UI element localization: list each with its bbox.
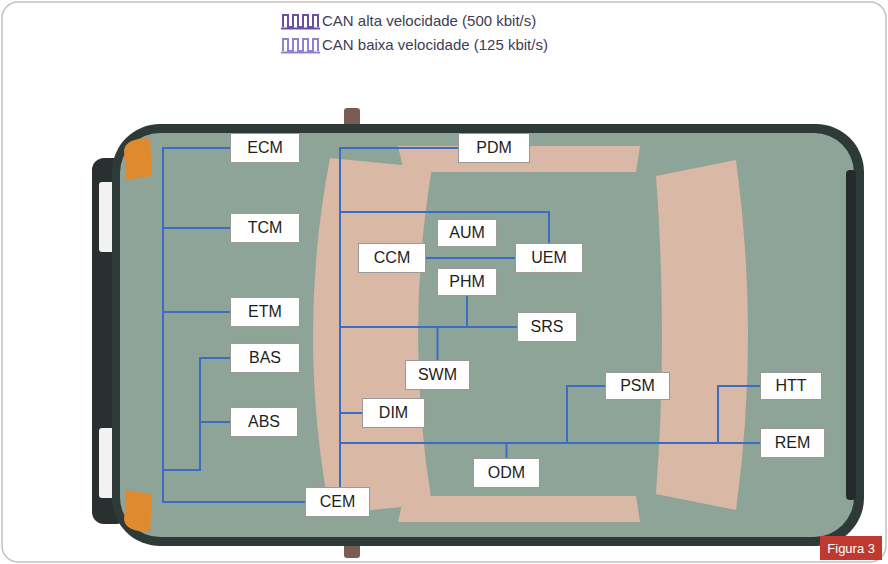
module-box: ODM — [473, 458, 540, 488]
module-name: ECM — [247, 139, 283, 157]
can-bus-line — [163, 148, 305, 502]
legend-entry: CAN baixa velocidade (125 kbit/s) — [322, 36, 548, 54]
module-name: PDM — [476, 139, 512, 157]
can-bus-line — [163, 358, 305, 502]
rear-edge — [846, 170, 856, 500]
module-box: AUM — [437, 219, 497, 247]
headlight — [124, 490, 152, 532]
legend-text: CAN alta velocidade (500 kbit/s) — [322, 12, 536, 29]
module-box: PDM — [458, 133, 530, 163]
module-box: ETM — [230, 297, 300, 327]
figure-tag: Figura 3 — [820, 536, 882, 560]
module-name: HTT — [775, 377, 806, 395]
can-bus-line — [340, 296, 467, 487]
legend-entry: CAN alta velocidade (500 kbit/s) — [322, 12, 536, 30]
module-box: PHM — [437, 268, 497, 296]
module-name: DIM — [379, 404, 408, 422]
module-name: ABS — [248, 413, 280, 431]
rear-window — [656, 160, 748, 510]
module-name: ETM — [248, 303, 282, 321]
module-box: TCM — [230, 213, 300, 243]
module-name: ODM — [488, 464, 525, 482]
module-name: CCM — [374, 249, 410, 267]
legend-text: CAN baixa velocidade (125 kbit/s) — [322, 36, 548, 53]
car-body-outline — [112, 124, 864, 546]
can-bus-line — [426, 257, 515, 259]
module-box: PSM — [605, 372, 670, 400]
can-bus-line — [163, 228, 305, 502]
module-box: CEM — [305, 487, 370, 517]
can-bus-line — [340, 413, 362, 487]
module-name: PSM — [620, 377, 655, 395]
can-bus-line — [163, 312, 305, 502]
side-window — [398, 496, 640, 522]
module-name: SWM — [418, 366, 457, 384]
module-name: TCM — [248, 219, 283, 237]
figure-label: Figura 3 — [827, 541, 875, 556]
module-name: BAS — [249, 349, 281, 367]
can-bus-line — [340, 386, 760, 487]
legend-symbol — [281, 15, 320, 29]
module-box: SWM — [405, 360, 470, 390]
module-box: HTT — [760, 372, 822, 400]
module-name: PHM — [449, 273, 485, 291]
module-name: REM — [775, 434, 811, 452]
can-bus-line — [340, 386, 605, 487]
legend-symbol — [281, 39, 320, 53]
module-box: ECM — [230, 133, 300, 163]
module-box: CCM — [358, 243, 426, 273]
can-bus-line — [340, 148, 458, 487]
can-bus-line — [340, 443, 760, 487]
car-body — [120, 133, 854, 537]
module-name: SRS — [531, 318, 564, 336]
module-box: UEM — [515, 243, 583, 273]
headlight — [124, 138, 152, 180]
module-name: AUM — [449, 224, 485, 242]
module-box: REM — [760, 428, 825, 458]
module-box: BAS — [230, 343, 300, 373]
can-bus-line — [340, 327, 438, 487]
module-box: SRS — [517, 312, 577, 342]
module-box: DIM — [362, 398, 425, 428]
module-name: CEM — [320, 493, 356, 511]
module-box: ABS — [230, 407, 298, 437]
module-name: UEM — [531, 249, 567, 267]
